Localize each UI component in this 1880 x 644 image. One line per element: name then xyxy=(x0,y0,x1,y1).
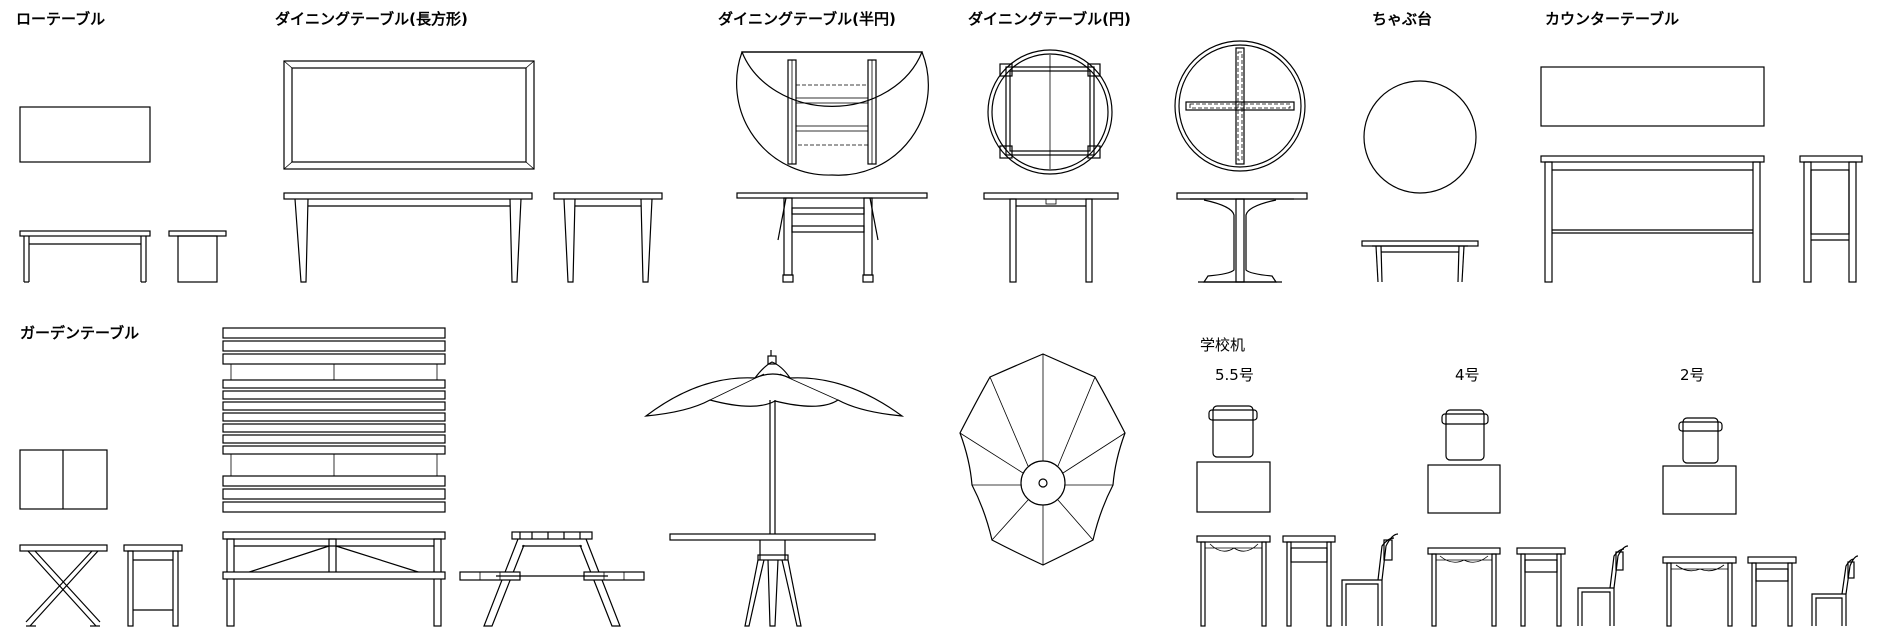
label-low-table: ローテーブル xyxy=(16,10,105,28)
school-desk-4-side xyxy=(1516,547,1566,627)
school-chair-4-side xyxy=(1577,545,1629,626)
label-dining-half: ダイニングテーブル(半円) xyxy=(718,10,896,28)
picnic-table-front xyxy=(222,531,446,627)
school-desk-55-front xyxy=(1196,535,1271,627)
dining-round-front xyxy=(983,192,1119,283)
garden-folding-plan xyxy=(19,449,108,510)
school-chair-2-side xyxy=(1811,555,1859,626)
school-desk-55-plan xyxy=(1196,405,1271,513)
dining-rect-plan xyxy=(283,60,535,170)
counter-plan xyxy=(1540,66,1765,127)
chabudai-plan xyxy=(1363,80,1477,194)
picnic-table-plan xyxy=(222,327,446,513)
parasol-table-elevation xyxy=(643,350,905,627)
low-table-plan xyxy=(19,106,151,163)
counter-side xyxy=(1799,155,1863,283)
dining-rect-side xyxy=(553,192,663,283)
pedestal-table-front xyxy=(1176,192,1308,283)
label-size-2: 2号 xyxy=(1680,366,1705,384)
label-school: 学校机 xyxy=(1200,336,1245,354)
dining-round-plan xyxy=(987,49,1113,175)
label-size-4: 4号 xyxy=(1455,366,1480,384)
dining-rect-front xyxy=(283,192,533,283)
garden-folding-side xyxy=(123,544,183,627)
school-desk-2-plan xyxy=(1662,417,1737,515)
label-dining-round: ダイニングテーブル(円) xyxy=(968,10,1131,28)
school-desk-2-side xyxy=(1747,556,1797,627)
school-chair-55-side xyxy=(1341,533,1399,626)
school-desk-4-plan xyxy=(1427,409,1501,514)
label-counter: カウンターテーブル xyxy=(1545,10,1679,28)
dining-half-plan xyxy=(735,51,929,176)
school-desk-55-side xyxy=(1282,535,1336,627)
low-table-front xyxy=(19,230,151,283)
dining-half-front xyxy=(736,192,928,283)
counter-front xyxy=(1540,155,1765,283)
picnic-table-side xyxy=(459,531,645,627)
label-dining-rect: ダイニングテーブル(長方形) xyxy=(275,10,468,28)
label-garden: ガーデンテーブル xyxy=(20,324,139,342)
low-table-side xyxy=(168,230,227,283)
pedestal-table-plan xyxy=(1174,40,1306,172)
chabudai-front xyxy=(1361,240,1479,283)
school-desk-2-front xyxy=(1662,556,1737,627)
school-desk-4-front xyxy=(1427,547,1501,627)
garden-folding-front xyxy=(19,544,108,627)
parasol-plan xyxy=(959,353,1126,566)
label-size-55: 5.5号 xyxy=(1215,366,1254,384)
label-chabudai: ちゃぶ台 xyxy=(1372,10,1432,28)
